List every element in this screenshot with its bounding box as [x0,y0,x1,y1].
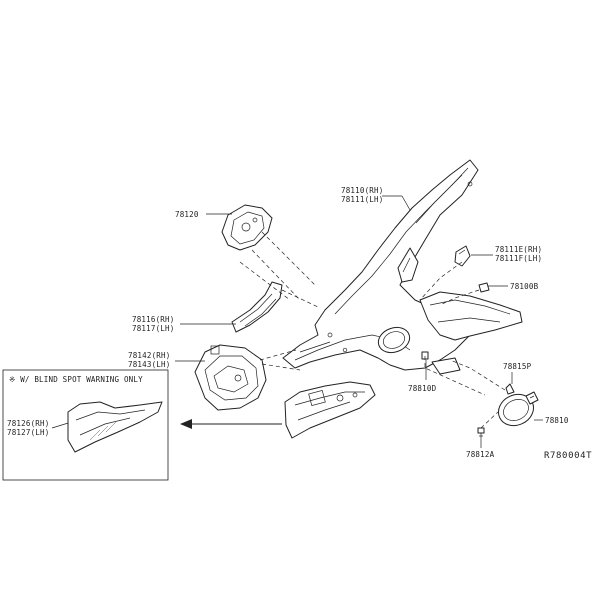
bracket-78126-drawing [67,401,163,453]
label-78126: 78126(RH) [7,419,49,428]
left-arrow-icon [180,419,282,429]
bracket-78111E [454,245,471,267]
inner-wheelhouse-78142 [194,344,267,411]
label-78142: 78142(RH) [128,351,170,360]
label-78111: 78111(LH) [341,195,383,204]
label-78111F: 78111F(LH) [495,254,542,263]
inset-frame [2,369,169,481]
label-78812A: 78812A [466,450,495,459]
wheelhouse-extension-78116 [231,281,283,333]
wheelhouse-bracket-78120 [221,204,273,251]
assembly-lines [239,231,506,429]
screw-78812A [477,427,485,440]
label-78143: 78143(LH) [128,360,170,369]
label-78127: 78127(LH) [7,428,49,437]
label-78810D: 78810D [408,384,437,393]
spring-78815P [505,383,515,395]
label-78117: 78117(LH) [132,324,174,333]
label-78815P: 78815P [503,362,532,371]
rear-inner-lower-panel [284,381,376,439]
inset-title: ※ W/ BLIND SPOT WARNING ONLY [9,375,143,384]
label-78110: 78110(RH) [341,186,383,195]
diagram-code: R780004T [544,451,592,461]
label-78111E: 78111E(RH) [495,245,542,254]
label-78810: 78810 [545,416,569,425]
rear-quarter-panel [282,159,523,375]
label-78120: 78120 [175,210,199,219]
clip-78100B [478,282,490,293]
fuel-filler-lid-78810 [497,391,539,427]
blind-spot-inset: ※ W/ BLIND SPOT WARNING ONLY [2,369,169,481]
label-78100B: 78100B [510,282,539,291]
label-78116: 78116(RH) [132,315,174,324]
